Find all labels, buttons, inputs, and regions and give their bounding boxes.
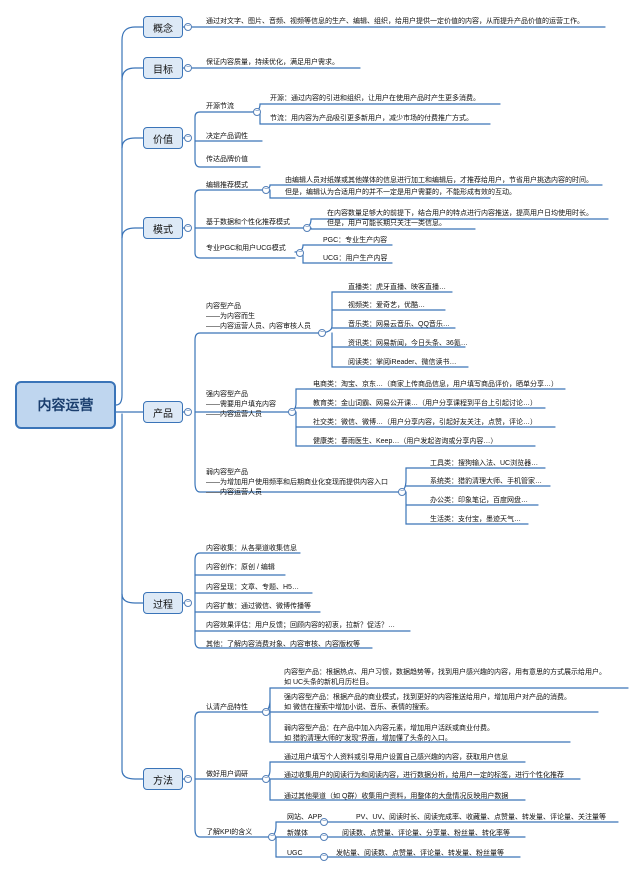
process-item: 其他：了解内容消费对象、内容审核、内容版权等 (206, 641, 360, 648)
product-weak-title[interactable]: 弱内容型产品 (206, 469, 248, 476)
kpi-new-media-text: 阅读数、点赞量、评论量、分享量、粉丝量、转化率等 (342, 830, 510, 837)
concept-text: 通过对文字、图片、音频、视频等信息的生产、编辑、组织，给用户提供一定价值的内容，… (206, 18, 584, 25)
mode-pgc: PGC：专业生产内容 (323, 237, 388, 244)
product-content-sub2: ——内容运营人员、内容审核人员 (206, 323, 311, 330)
list-item: 生活类：支付宝，墨迹天气… (430, 516, 521, 523)
kpi-new-media: 新媒体 (287, 830, 308, 837)
process-item: 内容效果评估：用户反馈；回顾内容的初衷，拉新？促活？… (206, 622, 395, 629)
method-product-1b: 如 UC头条的新机月历栏目。 (284, 679, 374, 686)
goal-text: 保证内容质量，持续优化，满足用户需求。 (206, 59, 339, 66)
collapse-icon[interactable]: − (184, 134, 192, 142)
collapse-icon[interactable]: − (184, 23, 192, 31)
list-item: 健康类：春雨医生、Keep…（用户发起咨询或分享内容…） (313, 438, 498, 445)
collapse-icon[interactable]: − (320, 853, 328, 861)
list-item: 社交类：微信、微博…（用户分享内容，引起好友关注，点赞，评论…） (313, 419, 537, 426)
collapse-icon[interactable]: − (184, 775, 192, 783)
value-brand: 传达品牌价值 (206, 156, 248, 163)
mode-editor-text-2: 但是，编辑认为合适用户的并不一定是用户需要的，不能形成有效的互动。 (285, 189, 516, 196)
method-research[interactable]: 做好用户调研 (206, 771, 248, 778)
mode-data-text-2: 但是，用户可能长期只关注一类信息。 (327, 220, 446, 227)
method-research-2: 通过收集用户的阅读行为和阅读内容，进行数据分析，给用户一定的标签，进行个性化推荐 (284, 772, 564, 779)
process-item: 内容收集：从各渠道收集信息 (206, 545, 297, 552)
list-item: 系统类：猎豹清理大师、手机管家… (430, 478, 542, 485)
root-node[interactable]: 内容运营 (15, 381, 116, 429)
collapse-icon[interactable]: − (320, 818, 328, 826)
branch-value[interactable]: 价值 (143, 127, 183, 149)
product-content-sub1: ——为内容而生 (206, 313, 255, 320)
collapse-icon[interactable]: − (262, 775, 270, 783)
method-kpi[interactable]: 了解KPI的含义 (206, 829, 253, 836)
kpi-ugc-text: 发帖量、阅读数、点赞量、评论量、转发量、粉丝量等 (336, 850, 504, 857)
process-item: 内容呈现：文章、专题、H5… (206, 584, 299, 591)
list-item: 办公类：印象笔记，百度网盘… (430, 497, 528, 504)
method-product-1a: 内容型产品：根据热点、用户习惯，数据趋势等，找到用户感兴趣的内容，用有意思的方式… (284, 669, 606, 676)
mode-ugc: UCG：用户生产内容 (323, 255, 388, 262)
collapse-icon[interactable]: − (318, 329, 326, 337)
list-item: 电商类：淘宝、京东…（商家上传商品信息，用户填写商品评价，晒单分享…） (313, 381, 558, 388)
list-item: 教育类：金山词霸、网易公开课…（用户分享课程到平台上引起讨论…） (313, 400, 537, 407)
mode-data[interactable]: 基于数据和个性化推荐模式 (206, 219, 290, 226)
list-item: 直播类：虎牙直播、映客直播… (348, 284, 446, 291)
collapse-icon[interactable]: − (398, 488, 406, 496)
kpi-ugc: UGC (287, 850, 303, 857)
method-product-2a: 强内容型产品：根据产品的商业模式，找到更好的内容推送给用户，增加用户对产品的消费… (284, 694, 571, 701)
method-product-3a: 弱内容型产品：在产品中加入内容元素，增加用户活跃或商业付费。 (284, 725, 494, 732)
collapse-icon[interactable]: − (262, 708, 270, 716)
collapse-icon[interactable]: − (303, 224, 311, 232)
list-item: 阅读类：掌阅iReader、微信读书… (348, 359, 457, 366)
list-item: 资讯类：网易新闻，今日头条、36氪… (348, 340, 468, 347)
method-product-2b: 如 微信在搜索中增加小说、音乐、表情的搜索。 (284, 704, 433, 711)
branch-concept[interactable]: 概念 (143, 16, 183, 38)
value-kaiyuan-2: 节流：用内容为产品吸引更多新用户，减少市场的付费推广方式。 (270, 115, 473, 122)
list-item: 音乐类：网易云音乐、QQ音乐… (348, 321, 450, 328)
branch-product[interactable]: 产品 (143, 401, 183, 423)
kpi-web-app-text: PV、UV、阅读时长、阅读完成率、收藏量、点赞量、转发量、评论量、关注量等 (356, 814, 607, 821)
kpi-web-app: 网站、APP (287, 814, 323, 821)
collapse-icon[interactable]: − (184, 64, 192, 72)
method-product[interactable]: 认清产品特性 (206, 704, 248, 711)
collapse-icon[interactable]: − (288, 408, 296, 416)
product-strong-sub2: ——内容运营人员 (206, 411, 262, 418)
value-kaiyuan-1: 开源：通过内容的引进和组织，让用户在使用产品时产生更多消费。 (270, 95, 480, 102)
product-weak-sub1: ——为增加用户使用频率和后期商业化变现而提供内容入口 (206, 479, 388, 486)
product-content-title[interactable]: 内容型产品 (206, 303, 241, 310)
method-research-1: 通过用户填写个人资料或引导用户设置自己感兴趣的内容，获取用户信息 (284, 754, 508, 761)
collapse-icon[interactable]: − (268, 833, 276, 841)
mode-data-text-1: 在内容数量足够大的前提下，结合用户的特点进行内容推送，提高用户日均使用时长。 (327, 210, 593, 217)
mode-pgc-ugc[interactable]: 专业PGC和用户UCG模式 (206, 245, 286, 252)
product-strong-title[interactable]: 强内容型产品 (206, 391, 248, 398)
list-item: 工具类：搜狗输入法、UC浏览器… (430, 460, 539, 467)
branch-goal[interactable]: 目标 (143, 57, 183, 79)
product-strong-sub1: ——需要用户填充内容 (206, 401, 276, 408)
branch-process[interactable]: 过程 (143, 592, 183, 614)
collapse-icon[interactable]: − (262, 186, 270, 194)
value-kaiyuan[interactable]: 开源节流 (206, 103, 234, 110)
process-item: 内容创作：原创 / 编辑 (206, 564, 275, 571)
value-tone: 决定产品调性 (206, 133, 248, 140)
list-item: 视频类：爱奇艺，优酷… (348, 302, 425, 309)
mode-editor[interactable]: 编辑推荐模式 (206, 182, 248, 189)
collapse-icon[interactable]: − (184, 408, 192, 416)
method-research-3: 通过其他渠道（如 Q群）收集用户资料，用整体的大盘情况反映用户数据 (284, 793, 509, 800)
collapse-icon[interactable]: − (320, 833, 328, 841)
collapse-icon[interactable]: − (184, 224, 192, 232)
mode-editor-text-1: 由编辑人员对纸媒或其他媒体的信息进行加工和编辑后，才推荐给用户，节省用户挑选内容… (285, 177, 593, 184)
branch-mode[interactable]: 模式 (143, 217, 183, 239)
process-item: 内容扩散：通过微信、微博传播等 (206, 603, 311, 610)
method-product-3b: 如 猎豹清理大师的"发现"界面，增加懂了头条的入口。 (284, 735, 452, 742)
product-weak-sub2: ——内容运营人员 (206, 489, 262, 496)
branch-method[interactable]: 方法 (143, 768, 183, 790)
collapse-icon[interactable]: − (253, 108, 261, 116)
collapse-icon[interactable]: − (184, 599, 192, 607)
collapse-icon[interactable]: − (296, 249, 304, 257)
